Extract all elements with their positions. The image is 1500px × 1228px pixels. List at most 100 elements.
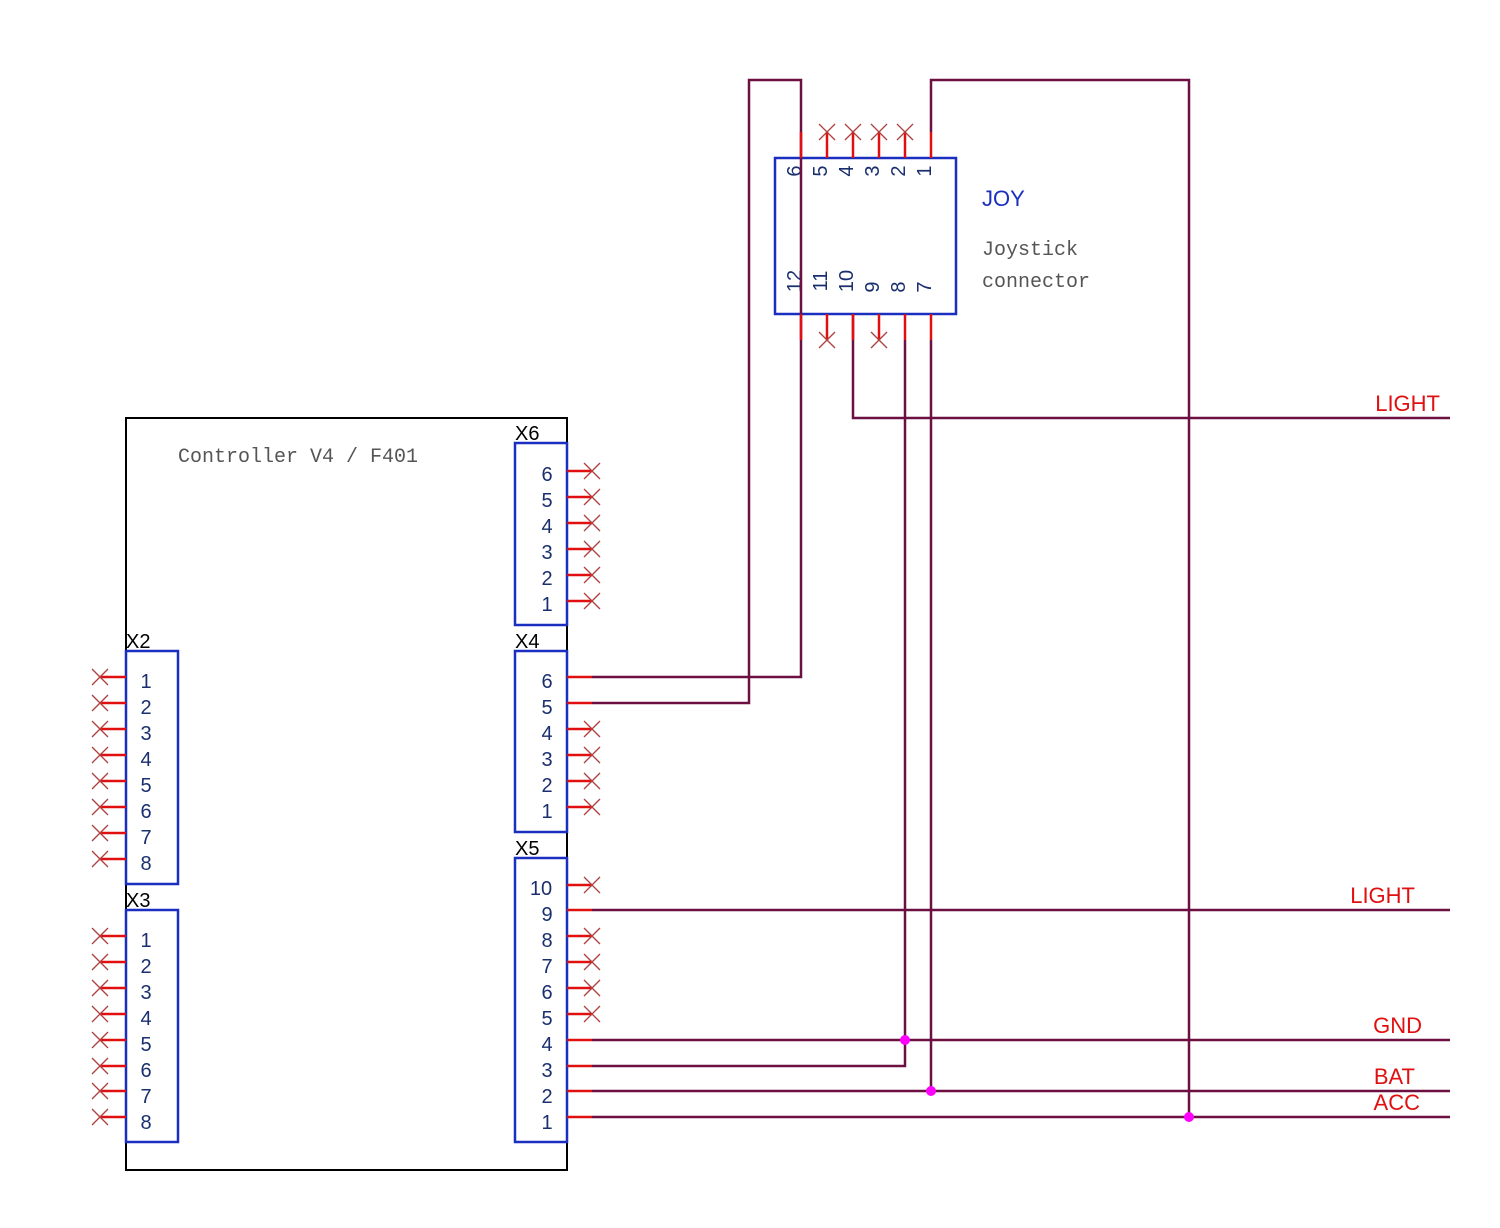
x2-pin-number: 6 [140, 801, 151, 823]
x6-pin-number: 4 [541, 516, 552, 538]
no-connect-marker [91, 1005, 109, 1023]
joystick-description-line1: Joystick [982, 239, 1078, 262]
x5-pin-number: 10 [530, 878, 552, 900]
connector-x5-body [513, 856, 569, 1144]
connector-x4-label: X4 [515, 631, 539, 653]
no-connect-marker [870, 331, 888, 349]
x2-pin-number: 8 [140, 853, 151, 875]
no-connect-marker [818, 123, 836, 141]
joystick-refdes: JOY [982, 186, 1025, 211]
no-connect-marker [583, 953, 601, 971]
x5-pin-number: 4 [541, 1034, 552, 1056]
connector-x2-body [124, 649, 180, 886]
no-connect-marker [91, 798, 109, 816]
junction-dot [1184, 1112, 1194, 1122]
x2-pin-number: 3 [140, 723, 151, 745]
x5-pin-number: 3 [541, 1060, 552, 1082]
no-connect-marker [583, 979, 601, 997]
x2-pin-number: 2 [140, 697, 151, 719]
x6-pin-number: 1 [541, 594, 552, 616]
no-connect-marker [583, 566, 601, 584]
joystick-connector-body [773, 156, 958, 316]
connector-x5-label: X5 [515, 838, 539, 860]
connector-x3-body [124, 908, 180, 1144]
net-label-acc: ACC [1374, 1090, 1421, 1115]
wire-x4-6-to-joy-6 [592, 78, 803, 705]
connector-x6-body [513, 441, 569, 627]
x5-pin-number: 9 [541, 904, 552, 926]
joy-top-pin-number: 5 [810, 165, 832, 176]
x2-pin-number: 1 [140, 671, 151, 693]
joy-bottom-pin-number: 12 [784, 270, 806, 292]
no-connect-marker [844, 123, 862, 141]
wire-joy-1-to-acc [929, 78, 1191, 1117]
connector-x2-label: X2 [126, 631, 150, 653]
net-label-bat: BAT [1374, 1064, 1415, 1089]
x3-pin-number: 1 [140, 930, 151, 952]
no-connect-marker [91, 1057, 109, 1075]
x5-pin-number: 6 [541, 982, 552, 1004]
x3-pin-number: 8 [140, 1112, 151, 1134]
no-connect-marker [91, 1031, 109, 1049]
wire-joy-10-to-light [851, 314, 1450, 420]
joy-bottom-pin-number: 10 [836, 270, 858, 292]
no-connect-marker [583, 798, 601, 816]
joy-top-pin-number: 3 [862, 165, 884, 176]
joystick-description-line2: connector [982, 271, 1090, 294]
x2-pin-number: 7 [140, 827, 151, 849]
x6-pin-number: 3 [541, 542, 552, 564]
no-connect-marker [583, 540, 601, 558]
joy-top-pin-number: 1 [914, 165, 936, 176]
no-connect-marker [91, 824, 109, 842]
x6-pin-number: 6 [541, 464, 552, 486]
junction-dot [926, 1086, 936, 1096]
controller-title: Controller V4 / F401 [178, 446, 418, 469]
joy-bottom-pin-number: 8 [888, 281, 910, 292]
no-connect-marker [818, 331, 836, 349]
x2-pin-number: 5 [140, 775, 151, 797]
x4-pin-number: 4 [541, 723, 552, 745]
no-connect-marker [583, 514, 601, 532]
no-connect-marker [583, 592, 601, 610]
wire-joy-8-to-gnd [592, 340, 907, 1068]
no-connect-marker [583, 488, 601, 506]
connector-x3-label: X3 [126, 890, 150, 912]
no-connect-marker [91, 979, 109, 997]
no-connect-marker [583, 746, 601, 764]
no-connect-marker [583, 1005, 601, 1023]
no-connect-marker [583, 772, 601, 790]
no-connect-marker [91, 1082, 109, 1100]
x4-pin-number: 6 [541, 671, 552, 693]
controller-outline [125, 417, 568, 1171]
x5-pin-number: 7 [541, 956, 552, 978]
no-connect-marker [91, 668, 109, 686]
no-connect-marker [896, 123, 914, 141]
net-label-gnd: GND [1373, 1013, 1422, 1038]
no-connect-marker [91, 746, 109, 764]
x5-pin-number: 2 [541, 1086, 552, 1108]
x5-pin-number: 5 [541, 1008, 552, 1030]
x4-pin-number: 5 [541, 697, 552, 719]
x3-pin-number: 5 [140, 1034, 151, 1056]
x3-pin-number: 2 [140, 956, 151, 978]
no-connect-marker [583, 720, 601, 738]
x3-pin-number: 4 [140, 1008, 151, 1030]
no-connect-marker [91, 850, 109, 868]
x3-pin-number: 6 [140, 1060, 151, 1082]
x4-pin-number: 1 [541, 801, 552, 823]
connector-x6-label: X6 [515, 423, 539, 445]
x6-pin-number: 2 [541, 568, 552, 590]
joy-bottom-pin-number: 7 [914, 281, 936, 292]
joy-bottom-pin-number: 9 [862, 281, 884, 292]
x3-pin-number: 7 [140, 1086, 151, 1108]
no-connect-marker [870, 123, 888, 141]
wires [592, 78, 1450, 1119]
joy-top-pin-number: 6 [784, 165, 806, 176]
x4-pin-number: 2 [541, 775, 552, 797]
no-connect-marker [91, 772, 109, 790]
joy-top-pin-number: 2 [888, 165, 910, 176]
no-connect-marker [91, 927, 109, 945]
x5-pin-number: 8 [541, 930, 552, 952]
x5-pin-number: 1 [541, 1112, 552, 1134]
no-connect-marker [91, 694, 109, 712]
